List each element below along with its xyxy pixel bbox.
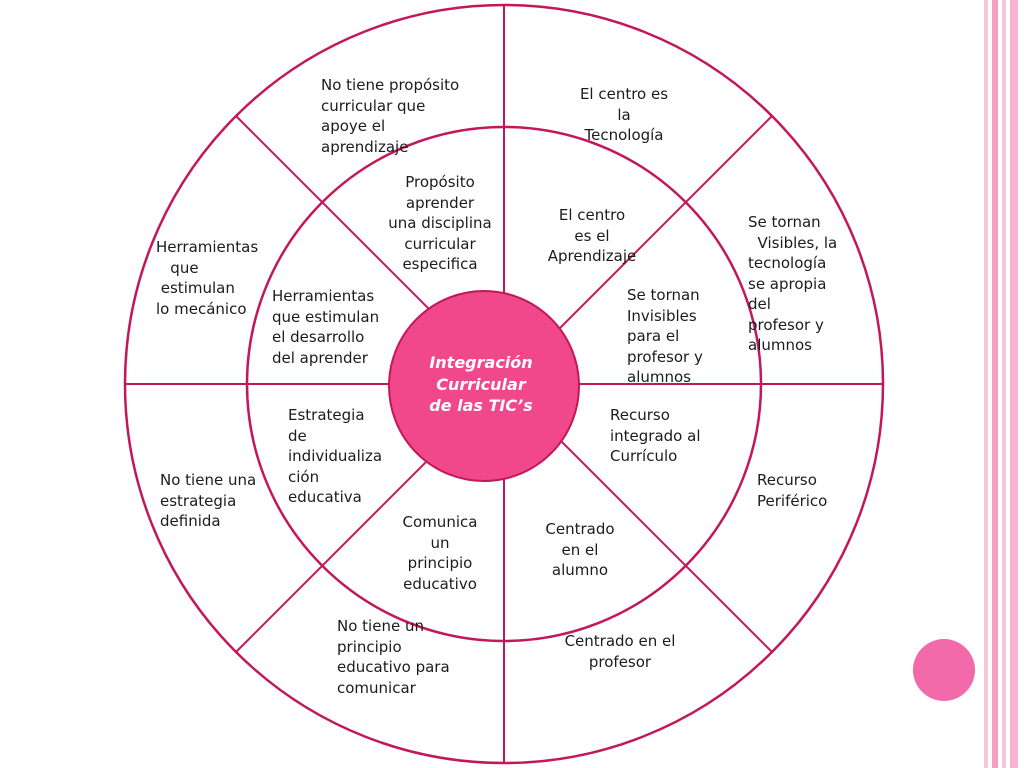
- stripe: [1002, 0, 1006, 768]
- center-disc: [388, 290, 580, 482]
- inner-label-bottom-right: Centrado en el alumno: [545, 520, 615, 579]
- inner-label-top-right: El centro es el Aprendizaje: [547, 206, 637, 265]
- outer-label-right-lower: Recurso Periférico: [757, 471, 828, 510]
- inner-label-right-lower: Recurso integrado al Currículo: [610, 406, 701, 465]
- inner-label-left-lower: Estrategia de individualiza ción educati…: [288, 406, 383, 506]
- outer-label-left-upper: Herramientas que estimulan lo mecánico: [156, 238, 259, 318]
- stripe: [1010, 0, 1018, 768]
- stripe: [984, 0, 988, 768]
- outer-label-left-lower: No tiene una estrategia definida: [160, 471, 257, 530]
- inner-label-bottom-left: Comunica un principio educativo: [402, 513, 478, 593]
- outer-label-top-left: No tiene propósito curricular que apoye …: [321, 76, 460, 156]
- inner-label-right-upper: Se tornan Invisibles para el profesor y …: [627, 286, 703, 386]
- inner-label-left-upper: Herramientas que estimulan el desarrollo…: [272, 287, 380, 367]
- decorative-dot: [913, 639, 975, 701]
- outer-label-bottom-right: Centrado en el profesor: [564, 632, 676, 671]
- stripe: [992, 0, 998, 768]
- decorative-stripes: [984, 0, 1024, 768]
- inner-label-top-left: Propósito aprender una disciplina curric…: [388, 173, 492, 273]
- center-title: Integración Curricular de las TIC’s: [429, 353, 533, 415]
- outer-label-top-right: El centro es la Tecnología: [579, 85, 669, 144]
- outer-label-right-upper: Se tornan Visibles, la tecnología se apr…: [748, 213, 838, 354]
- outer-label-bottom-left: No tiene un principio educativo para com…: [337, 617, 450, 697]
